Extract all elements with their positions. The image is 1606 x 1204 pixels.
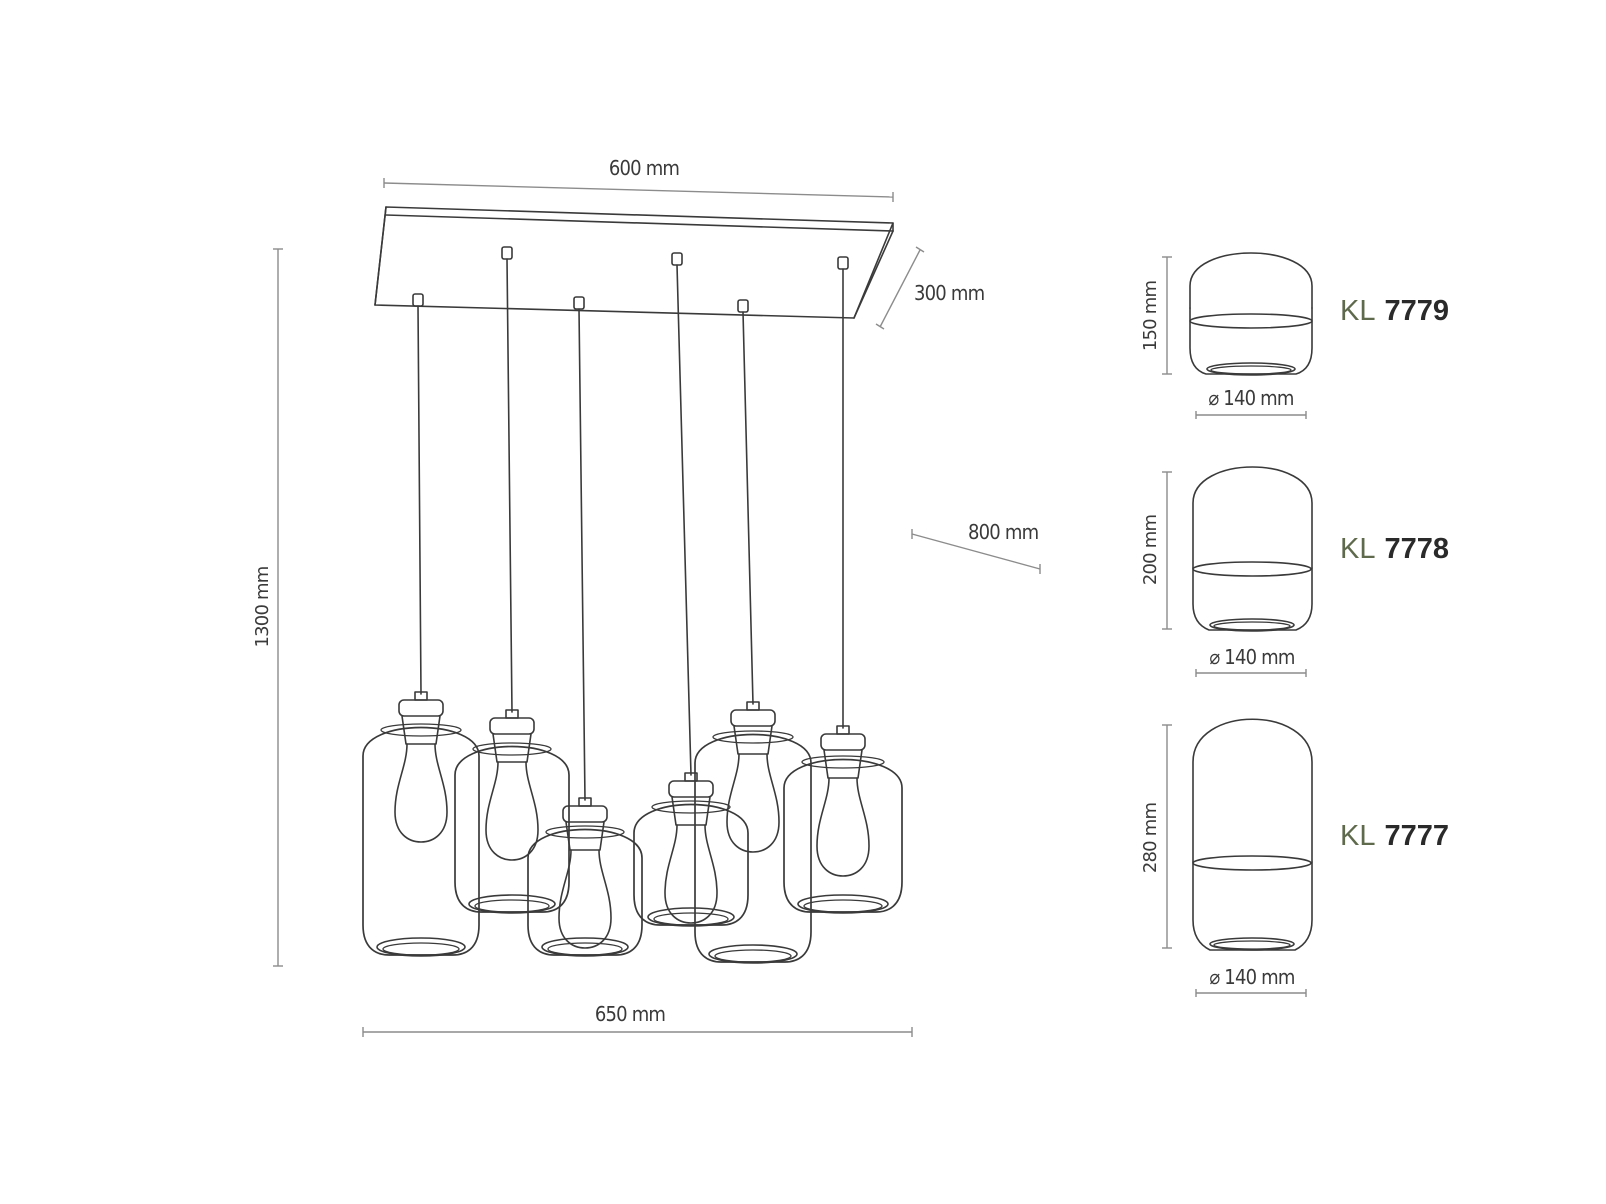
lamp-socket (730, 709, 776, 727)
pendant-cluster (362, 246, 903, 964)
suspension-cable (578, 308, 586, 801)
shade-bottom-opening (547, 942, 623, 956)
shade-bottom-opening (653, 912, 729, 926)
shade-neck (545, 825, 625, 839)
suspension-cable (417, 305, 422, 695)
ceiling-cup (501, 246, 513, 260)
light-bulb (664, 824, 718, 924)
suspension-cable (676, 264, 692, 776)
shade-bottom-opening (803, 899, 883, 913)
cable-spread-label: 800 mm (968, 520, 1038, 544)
cable-spread-dimension: 800 mm (911, 520, 1041, 574)
canopy-width-label: 600 mm (609, 156, 679, 180)
glass-shade (362, 726, 480, 956)
shade-bottom-rim (376, 937, 466, 957)
shade-bottom-opening (382, 942, 460, 956)
glass-shade (694, 733, 812, 963)
shade-bottom-rim (708, 944, 798, 964)
lamp-socket (562, 805, 608, 823)
glass-shade (527, 828, 643, 956)
shade-neck (380, 723, 462, 737)
shade-7777-diameter: ⌀ 140 mm (1209, 965, 1294, 989)
ceiling-cup (412, 293, 424, 307)
shade-bottom-rim (647, 907, 735, 927)
pendant-lamp (783, 256, 903, 914)
canopy-width-dimension: 600 mm (383, 156, 894, 202)
shade-neck (712, 730, 794, 744)
shade-neck (651, 800, 731, 814)
shade-7777-height: 280 mm (1140, 803, 1161, 873)
shade-neck (801, 755, 885, 769)
shade-7778-diameter: ⌀ 140 mm (1209, 645, 1294, 669)
shade-7778-height: 200 mm (1140, 515, 1161, 585)
pendant-lamp (362, 293, 480, 957)
shade-7779-height: 150 mm (1140, 281, 1161, 351)
socket-body (492, 733, 532, 763)
light-bulb (816, 777, 870, 877)
ceiling-cup (671, 252, 683, 266)
canopy-depth-label: 300 mm (914, 281, 984, 305)
glass-shade (783, 758, 903, 913)
socket-body (401, 715, 441, 745)
ceiling-cup (837, 256, 849, 270)
light-bulb (485, 761, 539, 861)
ceiling-cup (737, 299, 749, 313)
ceiling-cup (573, 296, 585, 310)
socket-body (565, 821, 605, 851)
suspension-cable (742, 311, 754, 705)
lamp-socket (398, 699, 444, 717)
shade-bottom-rim (468, 894, 556, 914)
canopy-depth-dimension: 300 mm (875, 246, 985, 330)
pendant-lamp (694, 299, 812, 964)
total-height-label: 1300 mm (252, 567, 273, 648)
light-bulb (726, 753, 780, 853)
lamp-socket (668, 780, 714, 798)
pendant-lamp (527, 296, 643, 957)
socket-body (733, 725, 773, 755)
shade-bottom-opening (474, 899, 550, 913)
ceiling-canopy (374, 206, 894, 319)
socket-body (823, 749, 863, 779)
pendant-lamp (633, 252, 749, 927)
shade-neck (472, 742, 552, 756)
socket-body (671, 796, 711, 826)
shade-bottom-rim (797, 894, 889, 914)
shade-bottom-opening (714, 949, 792, 963)
shade-spread-label: 650 mm (595, 1002, 665, 1026)
shade-bottom-rim (541, 937, 629, 957)
lamp-socket (820, 733, 866, 751)
shade-spread-dimension: 650 mm (362, 1002, 913, 1037)
total-height-dimension: 1300 mm (252, 248, 283, 967)
shade-7779-diameter: ⌀ 140 mm (1208, 386, 1293, 410)
pendant-lamp (454, 246, 570, 914)
light-bulb (558, 849, 612, 949)
glass-shade (454, 745, 570, 913)
light-bulb (394, 743, 448, 843)
lamp-socket (489, 717, 535, 735)
suspension-cable (506, 258, 513, 713)
